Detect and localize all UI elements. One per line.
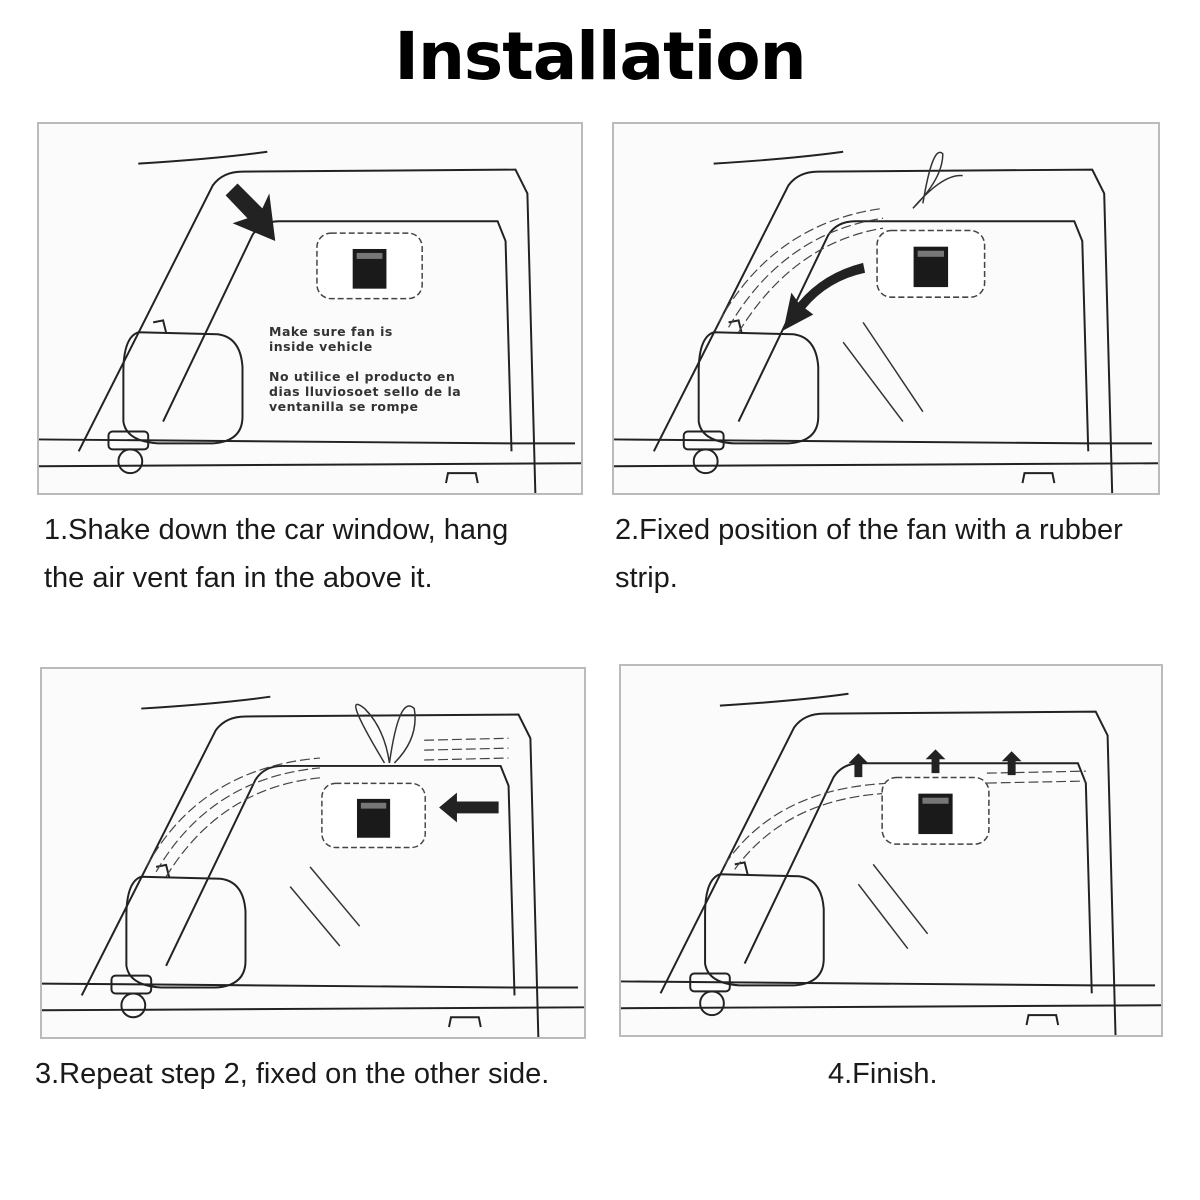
- note-line: ventanilla se rompe: [269, 399, 419, 414]
- caption-line: 2.Fixed position of the fan with a rubbe…: [615, 514, 1123, 546]
- step-3-illustration: [40, 667, 586, 1039]
- note-line: Make sure fan is: [269, 324, 393, 339]
- rubber-strip-icon: [355, 703, 416, 764]
- caption-line: 3.Repeat step 2, fixed on the other side…: [35, 1058, 550, 1090]
- step-2-illustration: [612, 122, 1160, 495]
- note-line: dias lluviosoet sello de la: [269, 384, 462, 399]
- note-line: No utilice el producto en: [269, 369, 456, 384]
- note-line: inside vehicle: [269, 339, 373, 354]
- step-1-caption: 1.Shake down the car window, hang the ai…: [44, 506, 508, 602]
- caption-line: 1.Shake down the car window, hang: [44, 514, 509, 546]
- fan-unit-icon: [876, 229, 986, 298]
- step-4-caption: 4.Finish.: [828, 1050, 938, 1098]
- caption-line: strip.: [615, 562, 678, 594]
- page-title: Installation: [394, 18, 806, 95]
- warning-note: Make sure fan is inside vehicle No utili…: [269, 324, 461, 414]
- caption-line: 4.Finish.: [828, 1058, 938, 1090]
- step-3-caption: 3.Repeat step 2, fixed on the other side…: [35, 1050, 549, 1098]
- fan-unit-icon: [321, 782, 426, 849]
- fan-unit-icon: [316, 232, 423, 300]
- arrow-left-icon: [783, 262, 866, 331]
- arrow-down-icon: [225, 183, 276, 242]
- arrow-left-icon: [439, 792, 499, 823]
- step-4-illustration: [619, 664, 1163, 1037]
- step-2-caption: 2.Fixed position of the fan with a rubbe…: [615, 506, 1123, 602]
- step-1-illustration: Make sure fan is inside vehicle No utili…: [37, 122, 583, 495]
- arrow-up-icons: [848, 749, 1022, 778]
- fan-unit-icon: [881, 776, 990, 845]
- rubber-strip-icon: [912, 151, 963, 209]
- caption-line: the air vent fan in the above it.: [44, 562, 433, 594]
